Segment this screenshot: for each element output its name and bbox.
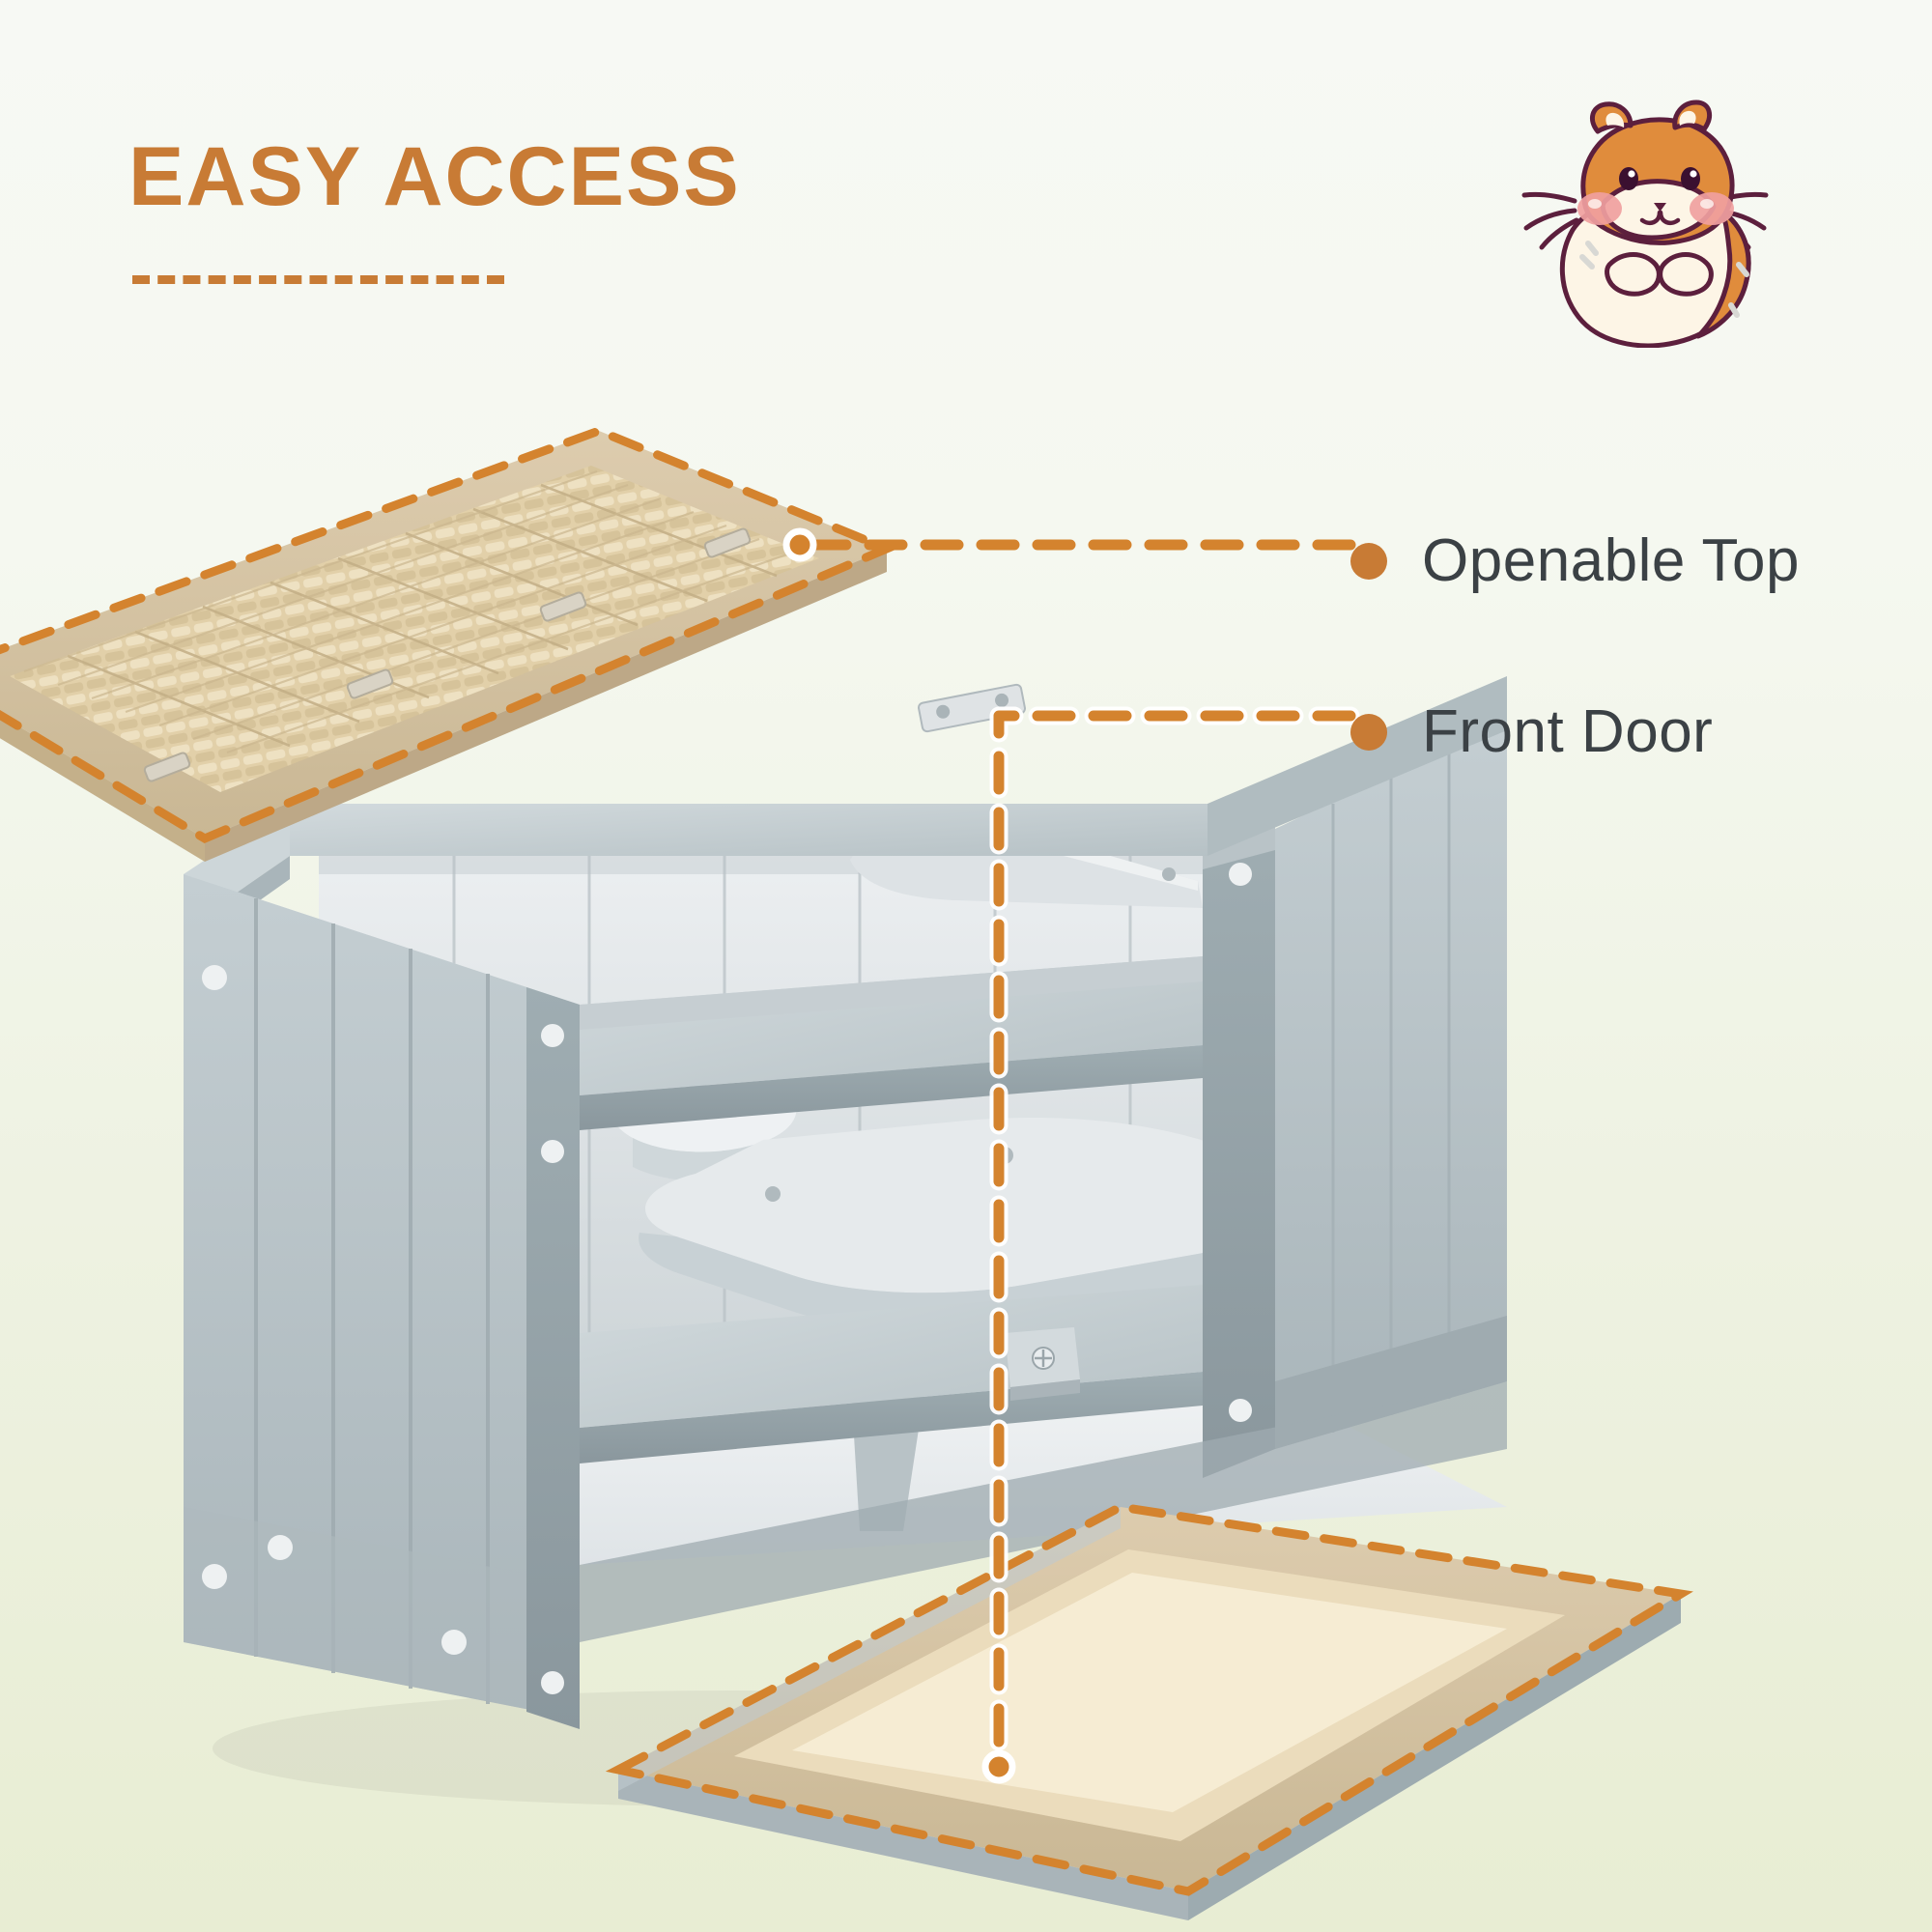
right-post bbox=[1203, 810, 1275, 1478]
callout-bullet-icon bbox=[1350, 713, 1387, 751]
callout-front-door: Front Door bbox=[1350, 697, 1713, 766]
left-panel bbox=[184, 874, 580, 1719]
front-left-post bbox=[526, 987, 580, 1729]
title-underline-dashes bbox=[132, 275, 504, 284]
rattan-lid bbox=[0, 426, 1027, 862]
right-side-panel bbox=[1275, 720, 1507, 1449]
front-door-highlight bbox=[605, 1502, 1693, 1896]
hamster-mascot-icon bbox=[1521, 99, 1769, 348]
callout-label: Front Door bbox=[1422, 698, 1714, 765]
page-title: EASY ACCESS bbox=[128, 130, 741, 223]
callout-label: Openable Top bbox=[1422, 527, 1800, 594]
callout-openable-top: Openable Top bbox=[1350, 526, 1800, 595]
latch bbox=[1005, 1327, 1080, 1401]
hinge-plate bbox=[917, 683, 1027, 733]
callout-bullet-icon bbox=[1350, 542, 1387, 580]
